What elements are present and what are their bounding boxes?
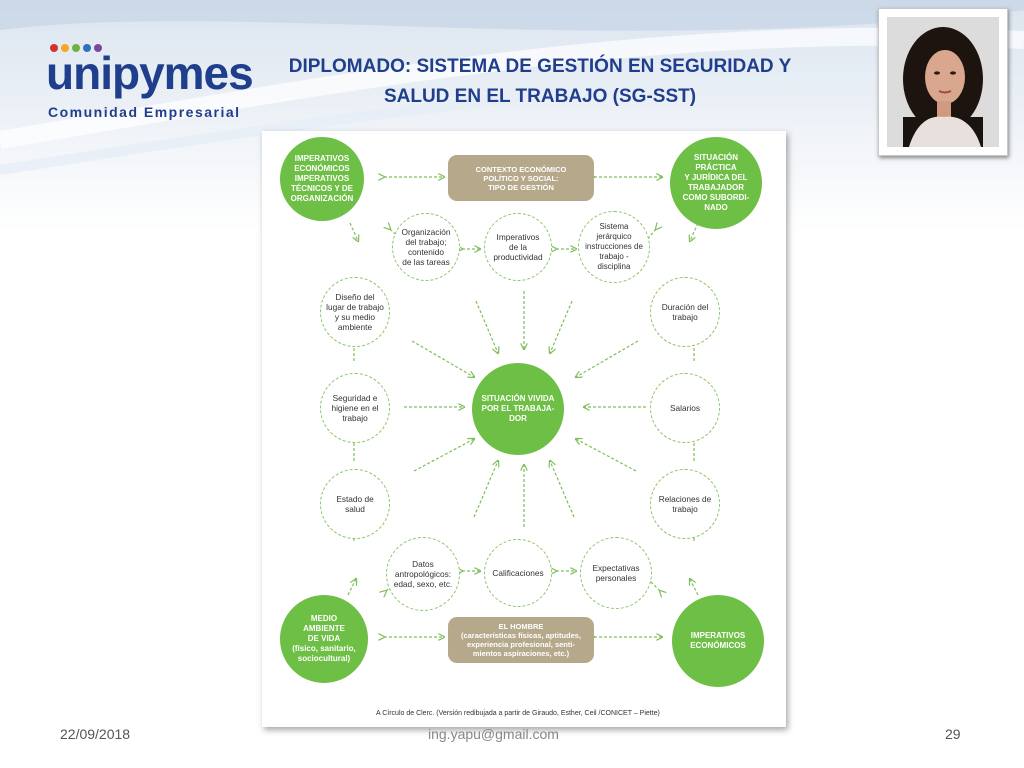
circle-situacion-practica-juridica: SITUACIÓN PRÁCTICA Y JURÍDICA DEL TRABAJ… (670, 137, 762, 229)
box-contexto-economico: CONTEXTO ECONÓMICO POLÍTICO Y SOCIAL: TI… (448, 155, 594, 201)
circle-imperativos-productividad: Imperativos de la productividad (484, 213, 552, 281)
circle-calificaciones: Calificaciones (484, 539, 552, 607)
circle-relaciones-trabajo: Relaciones de trabajo (650, 469, 720, 539)
figure-caption: A Círculo de Clerc. (Versión redibujada … (376, 710, 660, 717)
circle-medio-ambiente-de-vida: MEDIO AMBIENTE DE VIDA (físico, sanitari… (280, 595, 368, 683)
unipymes-logo: unipymes Comunidad Empresarial (46, 44, 266, 124)
footer-page-number: 29 (945, 726, 961, 742)
presenter-photo (878, 8, 1008, 156)
footer-email: ing.yapu@gmail.com (428, 726, 559, 742)
footer-date: 22/09/2018 (60, 726, 131, 742)
slide-title: DIPLOMADO: SISTEMA DE GESTIÓN EN SEGURID… (288, 56, 792, 107)
circle-salarios: Salarios (650, 373, 720, 443)
circle-datos-antropologicos: Datos antropológicos: edad, sexo, etc. (386, 537, 460, 611)
circle-imperativos-economicos-tecnicos: IMPERATIVOS ECONÓMICOS IMPERATIVOS TÉCNI… (280, 137, 364, 221)
logo-wordmark: unipymes (46, 47, 254, 99)
box-el-hombre: EL HOMBRE (características físicas, apti… (448, 617, 594, 663)
circle-duracion-trabajo: Duración del trabajo (650, 277, 720, 347)
logo-tagline: Comunidad Empresarial (48, 104, 241, 120)
diagram-arrows (347, 131, 699, 727)
circle-organizacion-trabajo: Organización del trabajo; contenido de l… (392, 213, 460, 281)
clerc-circle-figure: IMPERATIVOS ECONÓMICOS IMPERATIVOS TÉCNI… (262, 131, 786, 727)
circle-estado-salud: Estado de salud (320, 469, 390, 539)
circle-imperativos-economicos: IMPERATIVOS ECONÓMICOS (672, 595, 764, 687)
circle-sistema-jerarquico: Sistema jerárquico instrucciones de trab… (578, 211, 650, 283)
circle-situacion-vivida: SITUACIÓN VIVIDA POR EL TRABAJA- DOR (472, 363, 564, 455)
circle-expectativas-personales: Expectativas personales (580, 537, 652, 609)
circle-diseno-lugar-trabajo: Diseño del lugar de trabajo y su medio a… (320, 277, 390, 347)
circle-seguridad-higiene: Seguridad e higiene en el trabajo (320, 373, 390, 443)
logo-dots (50, 44, 102, 52)
